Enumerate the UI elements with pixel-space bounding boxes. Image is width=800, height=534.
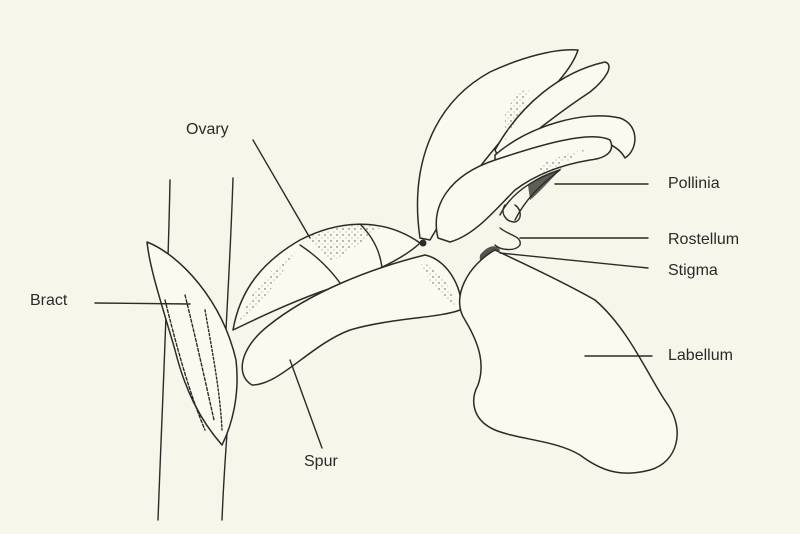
bract-leader [95, 303, 190, 304]
ovary-leader [253, 140, 310, 238]
bract [147, 242, 237, 445]
spur-label: Spur [304, 453, 338, 471]
labellum-label: Labellum [668, 347, 733, 365]
rostellum-label: Rostellum [668, 231, 739, 249]
bract-label: Bract [30, 292, 67, 310]
ovary-label: Ovary [186, 121, 229, 139]
upper-petals [418, 50, 635, 242]
pollinia-label: Pollinia [668, 175, 720, 193]
spur-leader [290, 360, 322, 448]
stigma-label: Stigma [668, 262, 718, 280]
labellum-shape [460, 250, 678, 473]
